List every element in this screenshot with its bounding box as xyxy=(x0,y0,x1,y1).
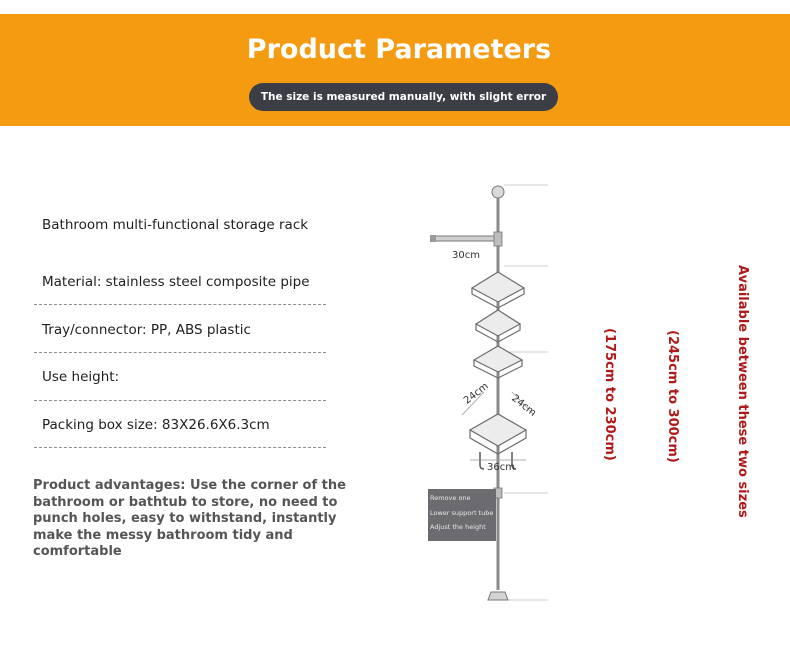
corner-tray-large xyxy=(468,413,528,455)
corner-tray xyxy=(472,345,524,379)
corner-tray xyxy=(470,271,526,309)
corner-tray xyxy=(474,309,522,343)
page-title: Product Parameters xyxy=(246,34,552,65)
top-cap xyxy=(491,185,505,199)
dimension-line xyxy=(511,391,535,416)
height-range-short: (175cm to 230cm) xyxy=(602,328,617,461)
measurement-note-pill: The size is measured manually, with slig… xyxy=(249,83,558,111)
divider xyxy=(34,304,326,305)
rack-diagram xyxy=(430,184,548,601)
hook xyxy=(479,452,485,470)
divider xyxy=(34,400,326,401)
spec-material: Material: stainless steel composite pipe xyxy=(42,274,310,290)
divider xyxy=(34,447,326,448)
spec-packing-box: Packing box size: 83X26.6X6.3cm xyxy=(42,417,270,433)
callout-line: Remove one xyxy=(430,494,471,502)
product-advantages: Product advantages: Use the corner of th… xyxy=(33,478,346,559)
hook xyxy=(511,452,517,470)
arm-clamp xyxy=(493,231,503,247)
towel-arm xyxy=(433,235,499,242)
divider xyxy=(34,352,326,353)
arm-length-label: 30cm xyxy=(452,250,480,261)
height-availability-note: Available between these two sizes xyxy=(735,265,750,518)
callout-line: Adjust the height xyxy=(430,523,486,531)
tray-width-label: 36cm xyxy=(487,462,515,473)
dimension-line xyxy=(461,391,485,416)
arm-end-cap xyxy=(430,235,436,242)
spec-tray-connector: Tray/connector: PP, ABS plastic xyxy=(42,322,251,338)
callout-line: Lower support tube xyxy=(430,508,494,517)
height-adjust-callout: Remove one Lower support tube Adjust the… xyxy=(428,489,496,541)
height-range-tall: (245cm to 300cm) xyxy=(665,330,680,463)
base-foot xyxy=(487,591,509,601)
spec-product-name: Bathroom multi-functional storage rack xyxy=(42,217,309,233)
spec-use-height: Use height: xyxy=(42,369,120,385)
